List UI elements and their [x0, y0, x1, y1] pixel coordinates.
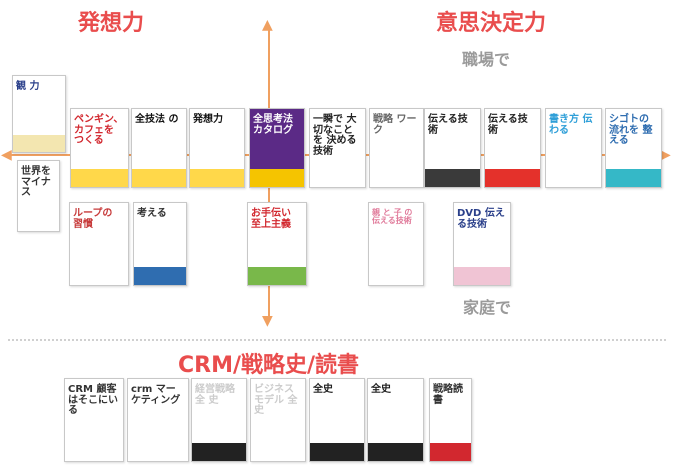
book-title: 戦略 ワーク [373, 114, 417, 136]
book-title: CRM 顧客はそこにいる [68, 384, 118, 416]
book-crm-1[interactable]: CRM 顧客はそこにいる [64, 378, 124, 462]
book-title: ペンギン、 カフェを つくる [74, 114, 124, 146]
book-title: 伝える技術 [428, 114, 468, 136]
book-sekai-ni[interactable]: 世界をマイナス [17, 160, 60, 232]
idea-title: 発想力 [78, 11, 145, 36]
crm-title: CRM/戦略史/読書 [178, 353, 360, 378]
book-title: 一瞬で 大切なことを 決める技術 [313, 114, 357, 157]
book-zenshi-1[interactable]: 全史 [309, 378, 365, 462]
book-tsutaeru-2[interactable]: 伝える技術 [484, 108, 541, 188]
book-shigoto-nagare[interactable]: シゴトの 流れを 整える [605, 108, 662, 188]
book-zen-shikou[interactable]: 全思考法 カタログ [249, 108, 305, 188]
book-title: 親 と 子 の 伝える技術 [372, 208, 413, 226]
book-band [192, 443, 246, 461]
book-title: 伝える技術 [488, 114, 528, 136]
book-title: 書き方 伝わる [549, 114, 593, 136]
book-tsutaeru-1[interactable]: 伝える技術 [424, 108, 481, 188]
book-kan-chikara[interactable]: 観 力 [12, 75, 66, 153]
at-home-label: 家庭で [463, 298, 512, 317]
book-hassou-ryoku[interactable]: 発想力 [189, 108, 245, 188]
book-business-model[interactable]: ビジネスモデル 全 史 [250, 378, 306, 462]
book-title: crm マーケティング [131, 384, 181, 406]
book-band [190, 169, 244, 187]
book-title: DVD 伝える技術 [457, 208, 505, 230]
left-arrow-icon: ◀ [1, 147, 12, 163]
book-title: ビジネスモデル 全 史 [254, 384, 298, 416]
book-title: 経営戦略 全 史 [195, 384, 235, 406]
book-band [13, 135, 65, 152]
at-work-label: 職場で [462, 50, 511, 69]
book-penguin-cafe[interactable]: ペンギン、 カフェを つくる [70, 108, 129, 188]
book-title: 発想力 [193, 114, 223, 125]
book-kakikata[interactable]: 書き方 伝わる [545, 108, 602, 188]
book-band [132, 169, 186, 187]
book-band [71, 169, 128, 187]
book-ishun-de[interactable]: 一瞬で 大切なことを 決める技術 [309, 108, 366, 188]
book-kangaeru[interactable]: 考える [133, 202, 187, 286]
book-senryaku-dokusho[interactable]: 戦略読書 [429, 378, 472, 462]
book-keiei-senryaku[interactable]: 経営戦略 全 史 [191, 378, 247, 462]
book-title: お手伝い 至上主義 [251, 208, 291, 230]
book-band [368, 443, 423, 461]
book-title: シゴトの 流れを 整える [609, 114, 653, 146]
book-band [250, 169, 304, 187]
book-zen-gihou[interactable]: 全技法 の [131, 108, 187, 188]
book-title: 全思考法 カタログ [253, 114, 293, 136]
book-crm-2[interactable]: crm マーケティング [127, 378, 189, 462]
book-senryaku-work[interactable]: 戦略 ワーク [369, 108, 424, 188]
book-title: 戦略読書 [433, 384, 463, 406]
right-arrow-icon: ▶ [660, 147, 671, 163]
book-title: 考える [137, 208, 167, 219]
down-arrow-icon: ▼ [262, 313, 273, 329]
book-title: 全史 [371, 384, 391, 395]
book-band [485, 169, 540, 187]
book-title: ループの 習慣 [73, 208, 113, 230]
up-arrow-icon: ▲ [262, 17, 273, 33]
book-dvd-tsutaeru[interactable]: DVD 伝える技術 [453, 202, 511, 286]
book-band [454, 267, 510, 285]
book-title: 観 力 [16, 81, 40, 92]
book-loop[interactable]: ループの 習慣 [69, 202, 129, 286]
book-title: 全技法 の [135, 114, 179, 125]
section-divider [8, 339, 666, 341]
book-band [310, 443, 364, 461]
book-title: 世界をマイナス [21, 166, 51, 198]
book-band [430, 443, 471, 461]
book-band [134, 267, 186, 285]
book-band [425, 169, 480, 187]
book-oyako[interactable]: 親 と 子 の 伝える技術 [368, 202, 424, 286]
book-zenshi-2[interactable]: 全史 [367, 378, 424, 462]
book-title: 全史 [313, 384, 333, 395]
book-band [606, 169, 661, 187]
book-otetsudai[interactable]: お手伝い 至上主義 [247, 202, 307, 286]
decision-title: 意思決定力 [436, 11, 547, 36]
book-band [248, 267, 306, 285]
